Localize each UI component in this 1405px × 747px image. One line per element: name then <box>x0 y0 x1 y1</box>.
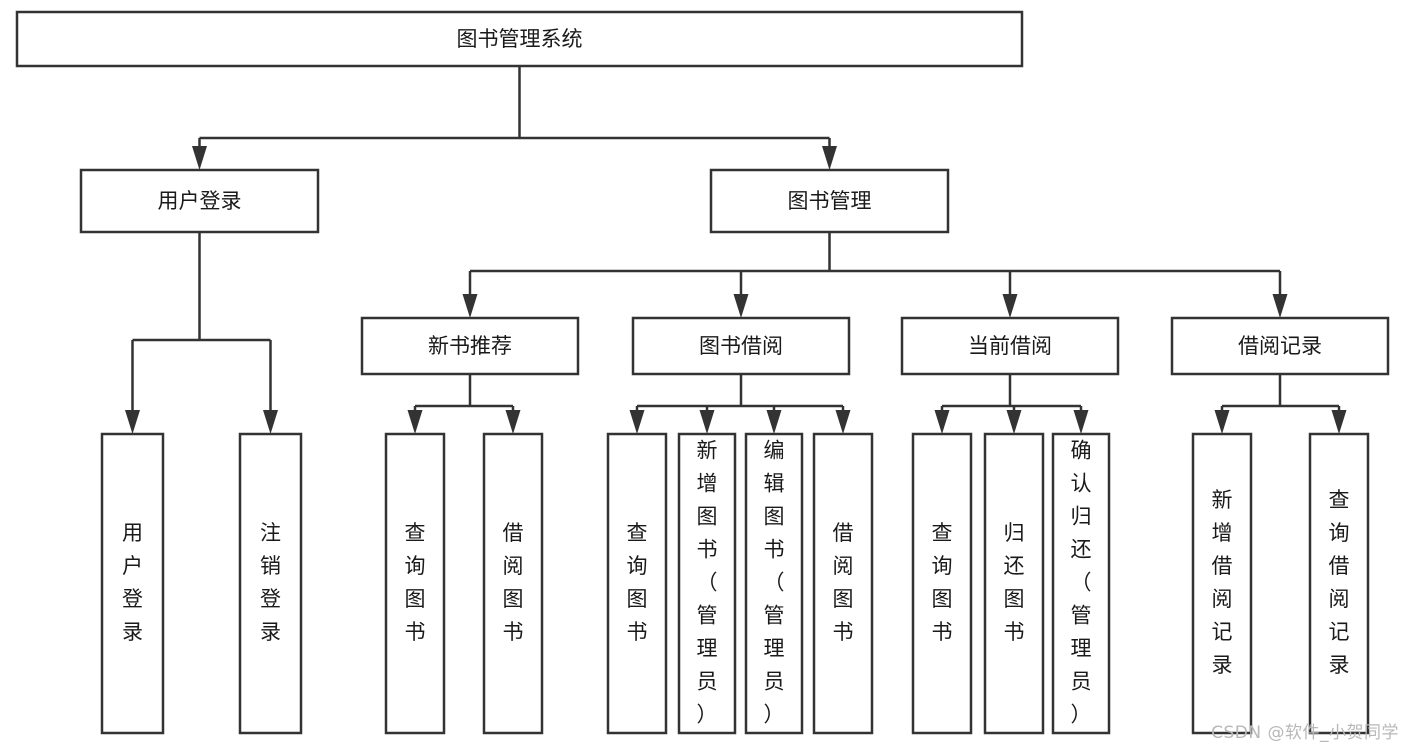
arrow-head-icon <box>699 410 715 434</box>
node-leaf-logout-login[interactable]: 注销登录 <box>238 432 303 735</box>
arrow-head-icon <box>125 410 140 434</box>
arrow-head-icon <box>835 410 851 434</box>
node-label-leaf-return-book: 归还图书 <box>1004 521 1025 644</box>
node-box-leaf-query-book-1[interactable] <box>384 432 446 735</box>
node-label-leaf-query-book-3: 查询图书 <box>932 521 953 644</box>
node-label-current-borrow: 当前借阅 <box>968 334 1052 358</box>
node-box-leaf-query-book-2[interactable] <box>606 432 668 735</box>
node-leaf-add-book-admin[interactable]: 新增图书（管理员） <box>677 432 737 735</box>
node-user-login[interactable]: 用户登录 <box>79 168 320 234</box>
node-label-book-borrow: 图书借阅 <box>699 334 783 358</box>
connector-group-book-borrow <box>629 374 851 434</box>
node-new-book-recommend[interactable]: 新书推荐 <box>360 316 580 376</box>
arrow-head-icon <box>766 410 782 434</box>
node-box-leaf-return-book[interactable] <box>983 432 1045 735</box>
arrow-head-icon <box>407 410 423 434</box>
arrow-head-icon <box>733 294 749 318</box>
node-leaf-edit-book-admin[interactable]: 编辑图书（管理员） <box>744 432 804 735</box>
node-label-leaf-confirm-return-admin: 确认归还（管理员） <box>1071 439 1092 727</box>
node-leaf-add-borrow-record[interactable]: 新增借阅记录 <box>1191 432 1253 735</box>
node-box-leaf-query-borrow-record[interactable] <box>1308 432 1370 735</box>
arrow-head-icon <box>462 294 478 318</box>
node-label-borrow-record: 借阅记录 <box>1238 334 1322 358</box>
arrow-head-icon <box>822 146 837 170</box>
node-book-borrow[interactable]: 图书借阅 <box>631 316 851 376</box>
arrow-head-icon <box>1272 294 1288 318</box>
node-label-leaf-add-borrow-record: 新增借阅记录 <box>1212 488 1233 677</box>
node-layer: 图书管理系统用户登录图书管理新书推荐图书借阅当前借阅借阅记录用户登录注销登录查询… <box>15 10 1390 735</box>
node-book-manage[interactable]: 图书管理 <box>709 168 950 234</box>
arrow-head-icon <box>934 410 950 434</box>
node-box-leaf-add-book-admin[interactable] <box>677 432 737 735</box>
node-current-borrow[interactable]: 当前借阅 <box>900 316 1120 376</box>
node-root[interactable]: 图书管理系统 <box>15 10 1024 68</box>
node-box-leaf-confirm-return-admin[interactable] <box>1051 432 1111 735</box>
node-box-leaf-borrow-book-2[interactable] <box>812 432 874 735</box>
node-label-leaf-borrow-book-1: 借阅图书 <box>503 521 524 644</box>
node-label-leaf-query-book-1: 查询图书 <box>405 521 426 644</box>
node-leaf-query-book-1[interactable]: 查询图书 <box>384 432 446 735</box>
arrow-head-icon <box>1002 294 1018 318</box>
node-box-leaf-query-book-3[interactable] <box>911 432 973 735</box>
connector-group-borrow-record <box>1214 374 1347 434</box>
connector-group-user-login <box>125 232 278 434</box>
node-leaf-query-book-2[interactable]: 查询图书 <box>606 432 668 735</box>
arrow-head-icon <box>505 410 521 434</box>
node-box-new-book-recommend[interactable] <box>360 316 580 376</box>
node-box-leaf-logout-login[interactable] <box>238 432 303 735</box>
node-box-borrow-record[interactable] <box>1170 316 1390 376</box>
connector-layer <box>125 66 1347 434</box>
arrow-head-icon <box>1331 410 1347 434</box>
node-box-user-login[interactable] <box>79 168 320 234</box>
node-leaf-return-book[interactable]: 归还图书 <box>983 432 1045 735</box>
connector-group-root <box>192 66 837 170</box>
node-leaf-query-borrow-record[interactable]: 查询借阅记录 <box>1308 432 1370 735</box>
arrow-head-icon <box>263 410 278 434</box>
node-leaf-user-login[interactable]: 用户登录 <box>100 432 165 735</box>
node-box-leaf-add-borrow-record[interactable] <box>1191 432 1253 735</box>
node-leaf-borrow-book-2[interactable]: 借阅图书 <box>812 432 874 735</box>
node-box-leaf-edit-book-admin[interactable] <box>744 432 804 735</box>
node-box-current-borrow[interactable] <box>900 316 1120 376</box>
node-leaf-confirm-return-admin[interactable]: 确认归还（管理员） <box>1051 432 1111 735</box>
node-label-leaf-query-book-2: 查询图书 <box>627 521 648 644</box>
node-label-leaf-borrow-book-2: 借阅图书 <box>833 521 854 644</box>
node-label-leaf-user-login: 用户登录 <box>122 521 143 644</box>
watermark-text: CSDN @软件_小贺同学 <box>1211 723 1399 743</box>
node-box-root[interactable] <box>15 10 1024 68</box>
node-box-book-manage[interactable] <box>709 168 950 234</box>
node-label-leaf-logout-login: 注销登录 <box>260 521 281 644</box>
node-leaf-borrow-book-1[interactable]: 借阅图书 <box>482 432 544 735</box>
node-label-new-book-recommend: 新书推荐 <box>428 334 512 358</box>
node-label-user-login: 用户登录 <box>158 189 242 213</box>
node-label-leaf-edit-book-admin: 编辑图书（管理员） <box>764 439 785 727</box>
node-label-book-manage: 图书管理 <box>788 189 872 213</box>
arrow-head-icon <box>1006 410 1022 434</box>
arrow-head-icon <box>192 146 207 170</box>
arrow-head-icon <box>1214 410 1230 434</box>
node-leaf-query-book-3[interactable]: 查询图书 <box>911 432 973 735</box>
node-label-root: 图书管理系统 <box>457 27 583 51</box>
connector-group-new-book-recommend <box>407 374 521 434</box>
node-label-leaf-query-borrow-record: 查询借阅记录 <box>1329 488 1350 677</box>
node-box-leaf-borrow-book-1[interactable] <box>482 432 544 735</box>
node-box-book-borrow[interactable] <box>631 316 851 376</box>
node-box-leaf-user-login[interactable] <box>100 432 165 735</box>
node-borrow-record[interactable]: 借阅记录 <box>1170 316 1390 376</box>
arrow-head-icon <box>1073 410 1089 434</box>
node-label-leaf-add-book-admin: 新增图书（管理员） <box>697 439 718 727</box>
arrow-head-icon <box>629 410 645 434</box>
connector-group-book-manage <box>462 232 1288 318</box>
connector-group-current-borrow <box>934 374 1089 434</box>
